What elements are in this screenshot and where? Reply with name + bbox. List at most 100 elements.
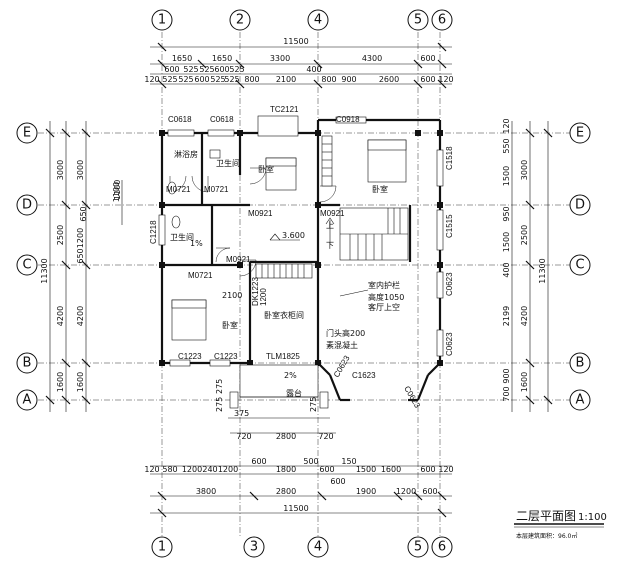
- code-c1223a: C1223: [178, 352, 202, 361]
- dim-right-i-5: 2199: [502, 306, 511, 326]
- dimensions-bottom: 720 2800 720 600 1800 500 600 150 1500 1…: [144, 432, 454, 518]
- dim-top-total: 11500: [283, 37, 308, 46]
- dim-right-i-4: 400: [502, 262, 511, 277]
- dim-bal-0: 720: [236, 432, 251, 441]
- dim-top-r3-2: 525: [178, 75, 193, 84]
- dim-bot-c-4: 1200: [396, 487, 416, 496]
- code-m0921c: M0921: [226, 255, 251, 264]
- axis-right-A: A: [576, 393, 585, 408]
- dim-left-o-2: 4200: [56, 306, 65, 326]
- dim-bot-c-3: 1900: [356, 487, 376, 496]
- dim-right-o-1: 2500: [520, 225, 529, 245]
- dim-left-o-1: 2500: [56, 225, 65, 245]
- axis-bottom-4: 4: [314, 540, 322, 555]
- axis-bubbles-left: E D C B A: [16, 122, 38, 411]
- axis-bubbles-right: E D C B A: [569, 122, 591, 411]
- dim-top-r3-3: 600: [194, 75, 209, 84]
- bal-dim-2: 275: [309, 397, 318, 412]
- room-bedroom2: 卧室: [372, 184, 388, 194]
- dimensions-left: 11300 3000 2500 4200 1600 3000 1200 650 …: [40, 121, 123, 412]
- room-wc1: 卫生间: [216, 158, 240, 168]
- drawing-title: 二层平面图: [516, 509, 576, 523]
- windows: [158, 115, 444, 367]
- bal-dim-0: 275: [215, 379, 224, 394]
- dim-top-r2-6: 400: [306, 65, 321, 74]
- dim-top-r3-1: 525: [162, 75, 177, 84]
- dim-top-r2-1: 525: [183, 65, 198, 74]
- dim-top-r3-5: 525: [224, 75, 239, 84]
- axis-top-5: 5: [414, 13, 422, 28]
- dim-bot-b-0: 120: [144, 465, 159, 474]
- code-c1515: C1515: [445, 214, 454, 238]
- dim-bot-b-9: 600: [420, 465, 435, 474]
- axis-left-E: E: [23, 126, 31, 141]
- axis-left-D: D: [22, 198, 32, 213]
- beam-2: 素混凝土: [326, 340, 358, 350]
- dim-1100: 1100: [113, 180, 122, 200]
- furniture: [167, 135, 407, 341]
- code-dk-dim: 1200: [259, 288, 268, 306]
- axis-bubbles-top: 1 2 4 5 6: [151, 9, 453, 31]
- stair: [325, 207, 409, 261]
- room-bedroom1: 卧室: [258, 164, 274, 174]
- code-m0721b: M0721: [204, 185, 229, 194]
- slope-2: 2%: [284, 371, 297, 380]
- dim-right-o-0: 3000: [520, 160, 529, 180]
- dim-left-i-2: 650: [76, 248, 85, 263]
- dim-left-p-1: 650: [79, 206, 88, 221]
- room-cloakroom: 卧室衣柜间: [264, 310, 304, 320]
- dim-top-r2-2: 525: [199, 65, 214, 74]
- axis-right-E: E: [576, 126, 584, 141]
- dim-bot-c-5: 600: [422, 487, 437, 496]
- dim-bot-total: 11500: [283, 504, 308, 513]
- axis-bottom-1: 1: [158, 540, 166, 555]
- room-bath-main: 淋浴房: [174, 149, 198, 159]
- dim-bot-b-8: 1600: [381, 465, 401, 474]
- dim-top-r2-0: 600: [164, 65, 179, 74]
- axis-right-B: B: [576, 356, 585, 371]
- dim-top-r2-3: 600: [214, 65, 229, 74]
- dim-bot-c-2: 600: [330, 477, 345, 486]
- code-c1223b: C1223: [214, 352, 238, 361]
- stair-up: 上: [326, 221, 334, 230]
- axis-bubbles-bottom: 1 3 4 5 6: [151, 536, 453, 558]
- axis-left-C: C: [22, 258, 31, 273]
- balcony: [228, 364, 330, 419]
- doors: [169, 167, 337, 277]
- dim-bot-a-5: 1500: [356, 465, 376, 474]
- floor-area: 本层建筑面积：96.0㎡: [516, 532, 577, 540]
- dim-left-o-0: 3000: [56, 160, 65, 180]
- dim-bot-a-1: 1800: [276, 465, 296, 474]
- dim-left-i-4: 1600: [76, 372, 85, 392]
- code-c0618b: C0618: [210, 115, 234, 124]
- dim-top-r3-10: 2600: [379, 75, 399, 84]
- dim-left-i-3: 4200: [76, 306, 85, 326]
- dim-top-r1-0: 1650: [172, 54, 192, 63]
- code-dk1223: DK1223: [251, 277, 260, 306]
- beam-1: 门头高200: [326, 328, 365, 338]
- dim-top-r3-7: 2100: [276, 75, 296, 84]
- title-block: 二层平面图 1:100 本层建筑面积：96.0㎡: [514, 509, 607, 540]
- room-labels: 淋浴房 卫生间 卧室 卧室 卫生间 卧室 卧室衣柜间 客厅上空 露台: [170, 149, 400, 398]
- axis-top-1: 1: [158, 13, 166, 28]
- room-balcony: 露台: [286, 388, 302, 398]
- dim-right-total: 11300: [538, 258, 547, 283]
- dim-bot-c-0: 3800: [196, 487, 216, 496]
- bal-dim-3: 375: [234, 409, 249, 418]
- dim-bot-a-4: 150: [341, 457, 356, 466]
- dim-bot-a-3: 600: [319, 465, 334, 474]
- axis-top-4: 4: [314, 13, 322, 28]
- dim-left-total: 11300: [40, 258, 49, 283]
- dim-left-p-0: 1100: [112, 182, 121, 202]
- slope-1: 1%: [190, 239, 203, 248]
- code-m0921b: M0921: [320, 209, 345, 218]
- dim-bot-b-3: 240: [202, 465, 217, 474]
- dim-right-i-1: 1500: [502, 166, 511, 186]
- code-tlm1825: TLM1825: [266, 352, 300, 361]
- dim-bot-b-1: 580: [162, 465, 177, 474]
- room-bedroom3: 卧室: [222, 320, 238, 330]
- dim-right-i-7: 700: [502, 386, 511, 401]
- dim-top-r3-4: 525: [210, 75, 225, 84]
